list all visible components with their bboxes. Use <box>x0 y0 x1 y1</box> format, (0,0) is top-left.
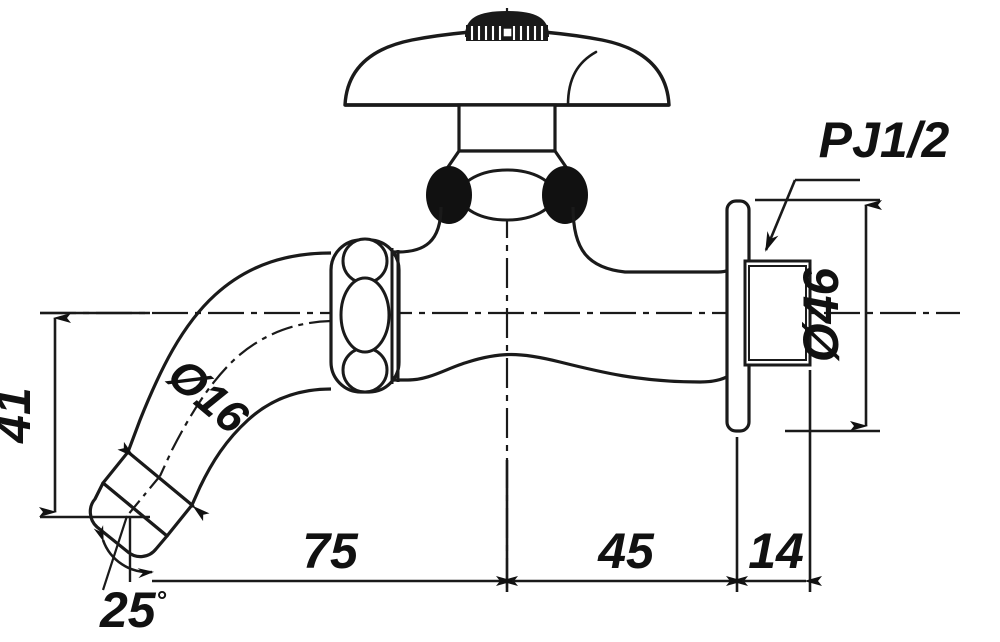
dimension-14: 14 <box>726 523 822 586</box>
handle-cap-highlight-arc <box>566 50 598 107</box>
dimension-41: 41 <box>0 311 150 519</box>
dimension-41-label: 41 <box>0 387 41 444</box>
faucet-body <box>393 206 742 384</box>
dimension-extension-lines <box>505 370 812 592</box>
dimension-75-label: 75 <box>302 523 359 579</box>
knurled-index-button[interactable] <box>464 10 550 41</box>
callout-thread-spec: PJ1/2 <box>764 112 950 252</box>
degree-symbol: ° <box>156 585 167 615</box>
dimension-75: 75 <box>152 523 518 586</box>
valve-bonnet <box>426 149 588 224</box>
dimension-45: 45 <box>496 523 748 586</box>
handle-cap <box>343 28 671 107</box>
dimension-45-label: 45 <box>597 523 655 579</box>
dimension-outlet-angle-label: 25° <box>99 582 167 638</box>
callout-thread-spec-label: PJ1/2 <box>819 112 950 168</box>
dimension-14-label: 14 <box>748 523 804 579</box>
dimension-flange-diameter: Ø46 <box>755 198 882 433</box>
angle-value: 25 <box>99 582 157 638</box>
dimension-spout-bore-label: Ø16 <box>158 348 258 444</box>
spout-outlet-tip <box>88 450 194 591</box>
dimension-flange-diameter-label: Ø46 <box>793 267 849 363</box>
threaded-nipple <box>743 259 812 367</box>
spout-collar <box>329 237 401 394</box>
handle-neck <box>457 103 557 153</box>
dimension-outlet-angle: 25° <box>93 525 167 638</box>
